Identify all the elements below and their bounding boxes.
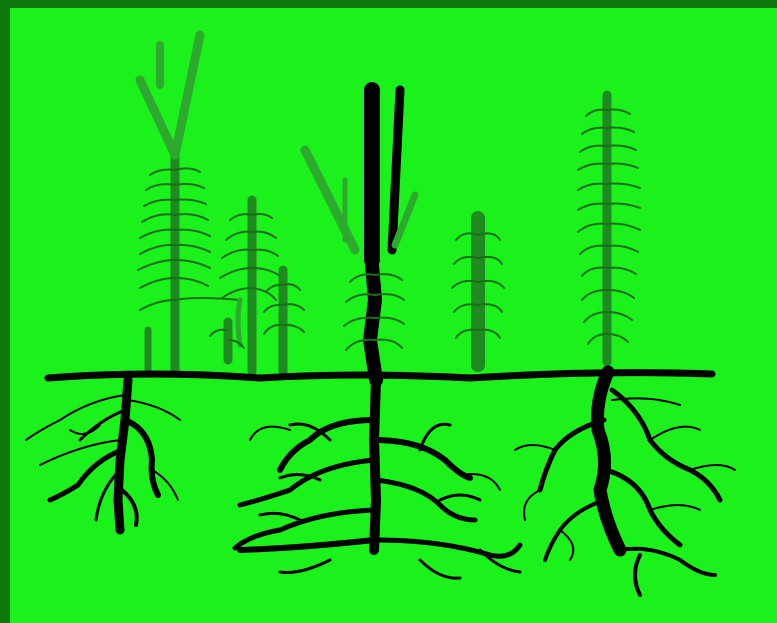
center-roots	[235, 380, 520, 578]
right-roots	[515, 372, 735, 595]
club-plant	[452, 218, 504, 365]
right-tall-plant-shoot	[578, 95, 640, 362]
left-roots	[26, 380, 180, 530]
small-plant-cluster	[210, 200, 304, 372]
tall-center-plant-shoot	[305, 90, 415, 380]
